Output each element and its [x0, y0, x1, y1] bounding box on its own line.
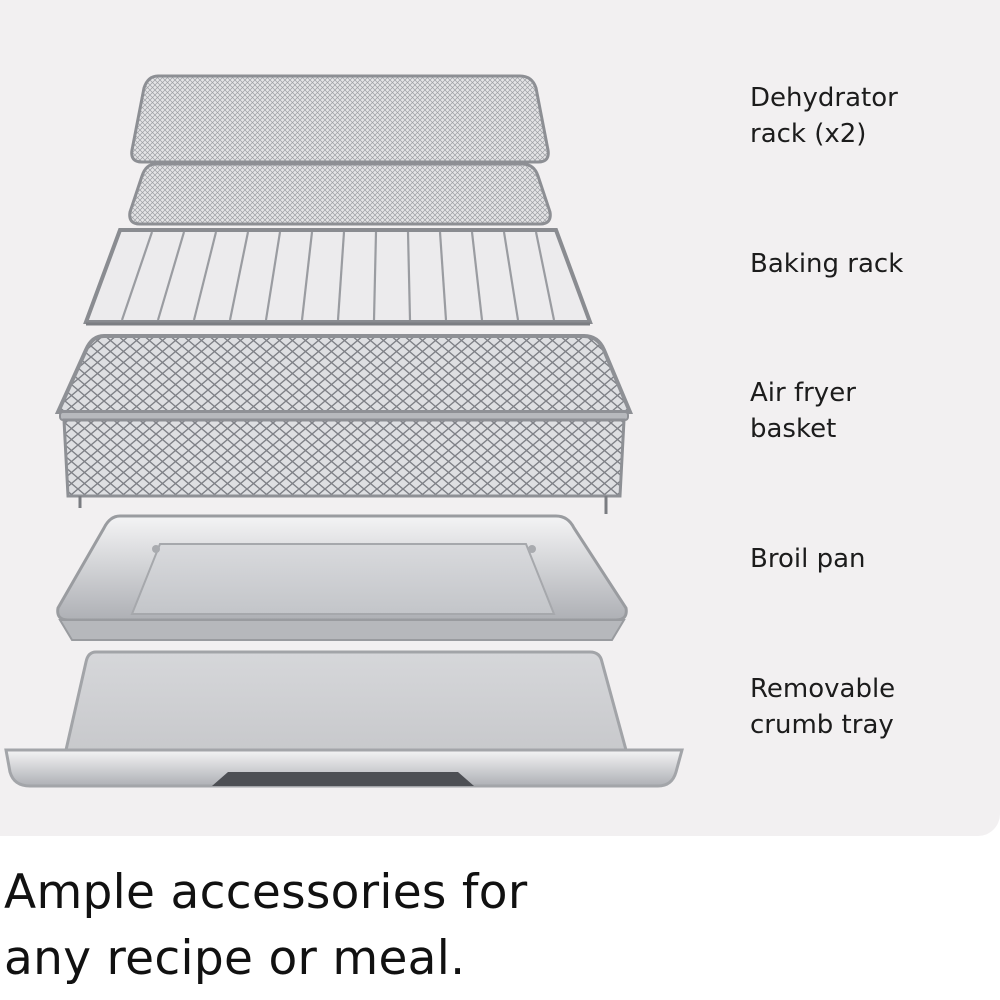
label-baking-rack: Baking rack: [750, 249, 904, 279]
label-air-fryer-basket: Air fryer basket: [750, 378, 856, 444]
accessories-illustration: [4, 74, 684, 788]
crumb-tray: [4, 650, 684, 788]
dehydrator-rack-top: [130, 74, 550, 164]
label-dehydrator-rack: Dehydrator rack (x2): [750, 83, 898, 149]
label-broil-pan: Broil pan: [750, 544, 866, 574]
product-panel: Dehydrator rack (x2) Baking rack Air fry…: [0, 0, 1000, 836]
baking-rack: [83, 228, 593, 326]
headline: Ample accessories for any recipe or meal…: [4, 865, 528, 986]
label-crumb-tray: Removable crumb tray: [750, 674, 896, 740]
broil-pan: [56, 514, 628, 641]
dehydrator-rack-bottom: [128, 162, 552, 226]
air-fryer-basket: [54, 334, 634, 514]
